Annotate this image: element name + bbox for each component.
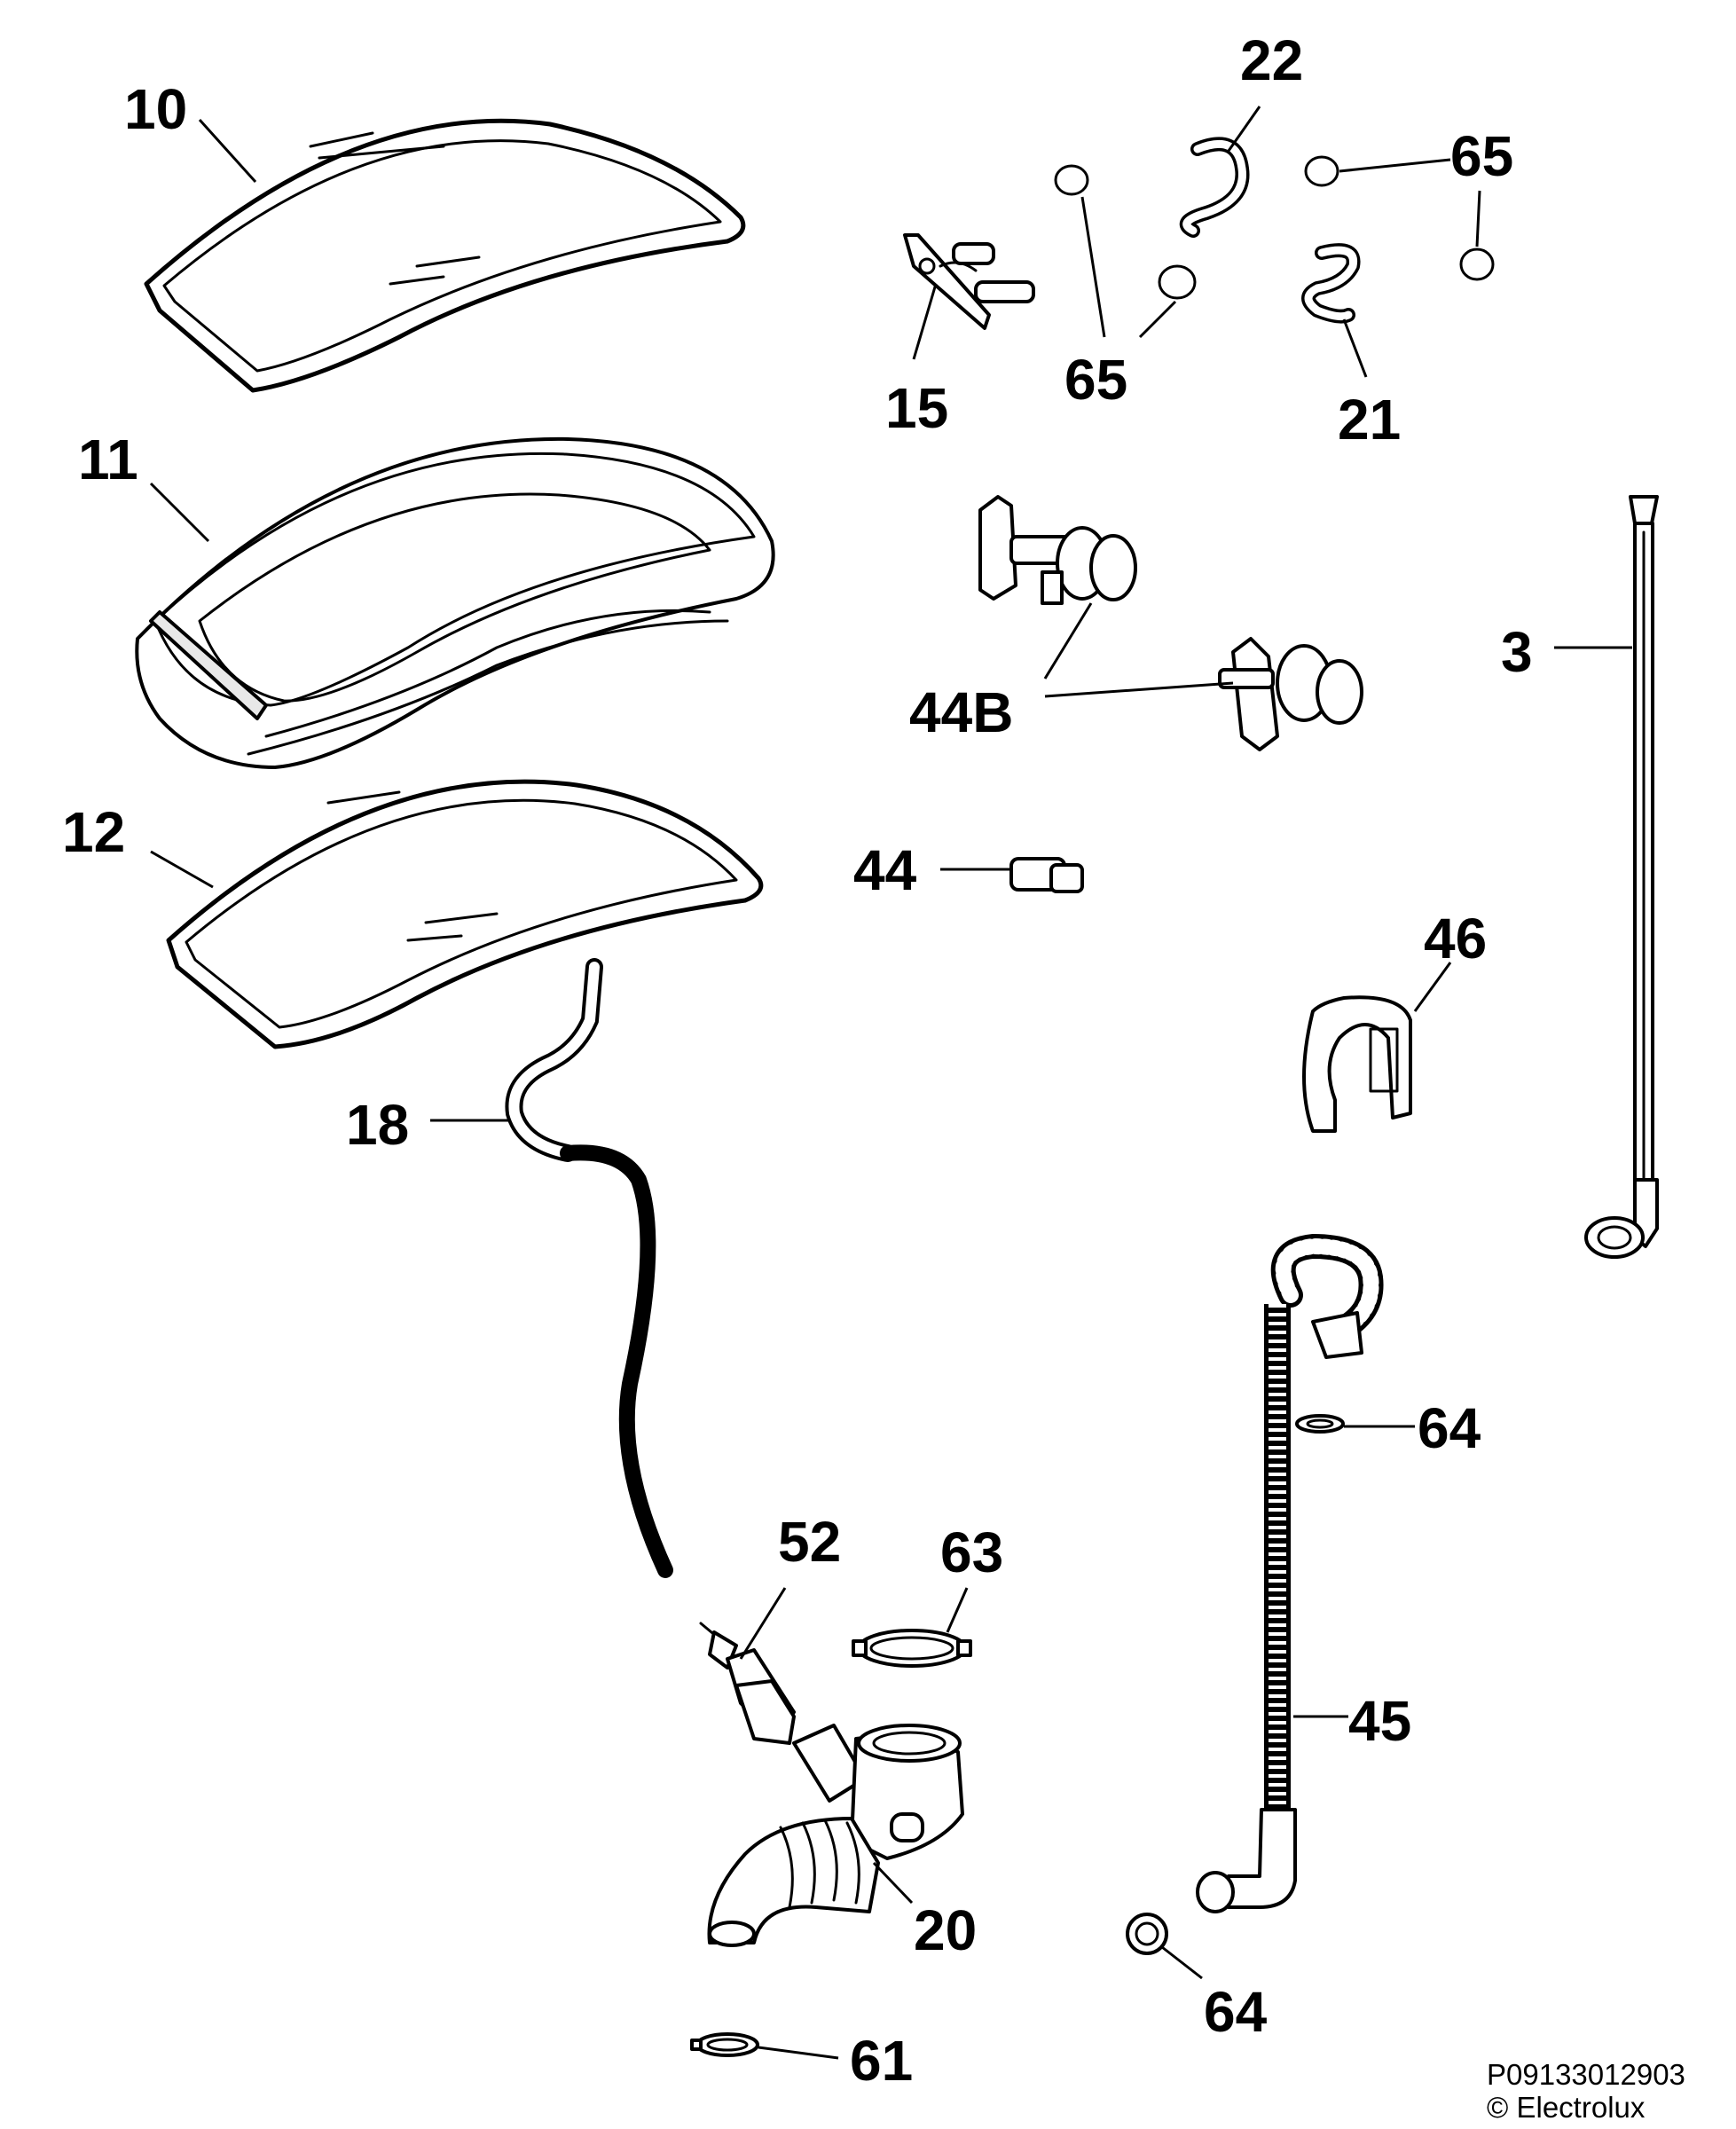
part-10-gasket-ring — [144, 118, 746, 393]
label-22: 22 — [1240, 28, 1303, 92]
leader-64-lower — [1161, 1945, 1203, 1980]
label-64-lower: 64 — [1204, 1980, 1268, 2044]
label-63: 63 — [940, 1520, 1003, 1584]
label-44: 44 — [853, 838, 917, 902]
label-61: 61 — [850, 2029, 913, 2093]
leader-44b-1 — [1043, 602, 1093, 680]
label-65-upper: 65 — [1450, 124, 1513, 188]
part-15-valve-bracket — [903, 233, 1035, 330]
part-18-drain-hose — [505, 958, 673, 1578]
leader-20 — [872, 1861, 914, 1905]
label-12: 12 — [62, 800, 125, 864]
part-45-corrugated-hose — [1196, 1233, 1384, 1913]
leader-44b-2 — [1044, 681, 1234, 698]
part-22-elbow-hose — [1179, 137, 1250, 238]
part-63-clamp — [852, 1629, 972, 1668]
leader-65-a2 — [1138, 300, 1177, 339]
label-18: 18 — [346, 1093, 409, 1157]
part-65-clamps-left — [1054, 164, 1197, 300]
part-3-drain-rod — [1584, 495, 1659, 1259]
label-10: 10 — [124, 77, 187, 141]
part-20-sump-hose — [707, 1724, 964, 1947]
leader-21 — [1342, 318, 1368, 378]
part-44-clip — [1009, 857, 1084, 893]
label-65-lower: 65 — [1064, 348, 1127, 412]
label-44b: 44B — [909, 680, 1013, 744]
label-64-upper: 64 — [1418, 1396, 1481, 1460]
leader-10 — [198, 118, 257, 184]
part-44b-hose-clips — [978, 495, 1363, 751]
label-52: 52 — [778, 1510, 841, 1574]
leader-65-b2 — [1475, 190, 1481, 247]
part-61-clamp — [690, 2032, 759, 2057]
leader-11 — [149, 482, 210, 543]
leader-15 — [912, 283, 938, 360]
leader-12 — [150, 850, 214, 889]
part-65-clamps-right — [1304, 155, 1495, 281]
label-11: 11 — [78, 428, 138, 491]
leader-65-a1 — [1080, 196, 1106, 338]
part-46-hose-guide — [1302, 995, 1412, 1133]
label-15: 15 — [885, 376, 948, 440]
part-12-gasket-ring — [166, 779, 764, 1049]
label-20: 20 — [914, 1898, 977, 1962]
part-11-door-seal — [135, 436, 775, 769]
copyright: © Electrolux — [1487, 2091, 1646, 2124]
label-3: 3 — [1501, 620, 1533, 684]
part-64-clamps — [1126, 1414, 1345, 1955]
leader-52 — [739, 1587, 787, 1660]
part-21-s-hose — [1301, 243, 1361, 324]
leader-46 — [1413, 962, 1452, 1012]
label-21: 21 — [1338, 388, 1401, 452]
leader-22 — [1227, 106, 1261, 152]
label-45: 45 — [1348, 1689, 1411, 1753]
leader-61 — [758, 2046, 839, 2060]
leader-65-b1 — [1339, 158, 1451, 173]
part-52-chamber — [699, 1622, 796, 1745]
leader-63 — [946, 1587, 969, 1633]
diagram-code: P09133012903 — [1487, 2058, 1685, 2091]
label-46: 46 — [1424, 907, 1487, 970]
